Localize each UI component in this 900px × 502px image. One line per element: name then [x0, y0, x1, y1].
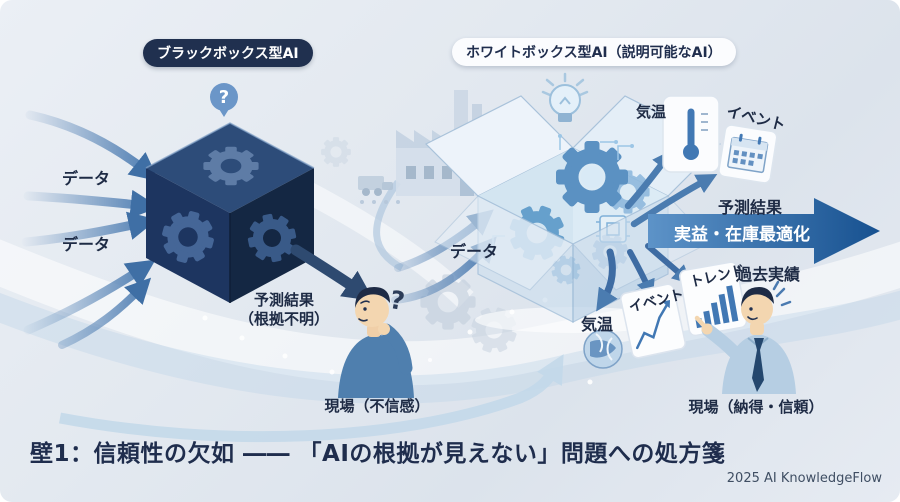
question-bubble-text: ?: [218, 86, 230, 108]
pointing-person: [694, 280, 796, 394]
calendar-icon: [727, 133, 769, 174]
field-distrust-label: 現場（不信感）: [324, 397, 430, 415]
impact-arrow-label: 実益・在庫最適化: [674, 225, 810, 245]
temp-top-label: 気温: [636, 103, 667, 121]
output-line-1: 予測結果: [253, 291, 314, 309]
emphasis-sparks: [772, 280, 792, 307]
result-label: 予測結果: [718, 198, 783, 217]
data-input-label-1: データ: [62, 169, 111, 188]
background-flow: [0, 178, 900, 443]
whitebox-open-box: [424, 95, 722, 333]
blackbox-output-arrow: [290, 244, 375, 301]
globe-icon: [583, 329, 623, 369]
blackbox-title-pill: ブラックボックス型AI: [143, 39, 313, 67]
output-line-2: （根拠不明）: [238, 309, 329, 328]
line-chart-icon: [635, 302, 669, 350]
blackbox-output-label: 予測結果 （根拠不明）: [225, 291, 343, 329]
blackbox-cube: [145, 122, 315, 303]
lightbulb-icon: [541, 72, 589, 122]
credit-text: 2025 AI KnowledgeFlow: [726, 471, 882, 486]
data-input-label-2: データ: [62, 235, 111, 254]
question-bubble: ?: [210, 83, 238, 117]
field-trust-label: 現場（納得・信頼）: [688, 398, 824, 416]
question-bubble-tail: [219, 109, 229, 117]
whitebox-title-pill: ホワイトボックス型AI（説明可能なAI）: [452, 38, 736, 66]
page-title: 壁1：信頼性の欠如 ―― 「AIの根拠が見えない」問題への処方箋: [30, 441, 726, 467]
temperature-card: [662, 95, 720, 173]
bar-chart-icon: [695, 285, 739, 329]
history-label: 過去実績: [736, 265, 801, 284]
blackbox-input-arrows: [21, 110, 160, 349]
thinking-person: [338, 287, 414, 398]
whitebox-data-label: データ: [450, 242, 499, 261]
event-card-bottom: [620, 283, 686, 359]
event-card-top: [718, 124, 778, 184]
impact-arrow: [648, 198, 880, 264]
temp-bottom-label: 気温: [581, 315, 614, 334]
